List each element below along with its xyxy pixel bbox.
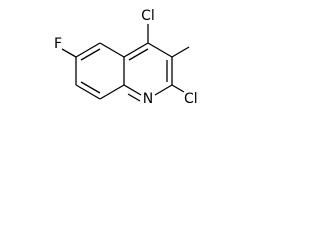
atom-label-f6: F [54, 36, 62, 52]
atom-label-cl4: Cl [141, 8, 155, 24]
bond-c4a-c4-inner [128, 48, 149, 61]
bond-c5-c6-inner [80, 48, 101, 61]
bond-c3-methyl [171, 46, 190, 58]
bond-c7-c8 [75, 84, 101, 100]
bond-c7-c8-inner [80, 81, 101, 94]
bonds [61, 24, 190, 102]
atom-label-cl2: Cl [184, 91, 198, 107]
atom-labels: Cl Cl F N [54, 8, 198, 107]
bond-n1-c8a-inner [127, 93, 141, 102]
bond-c5-c6 [75, 42, 101, 58]
bond-c2-n1 [154, 84, 173, 96]
bond-c2-cl [171, 84, 185, 93]
bond-c4a-c5 [99, 42, 125, 58]
quinoline-structure-diagram: Cl Cl F N [54, 8, 198, 107]
bond-c4a-c4 [123, 42, 149, 58]
bond-n1-c8a [123, 84, 142, 96]
atom-label-n1: N [143, 91, 153, 107]
bond-c8-c8a [99, 84, 125, 100]
bond-c4-c3 [147, 42, 173, 58]
bond-c6-f [61, 48, 77, 58]
